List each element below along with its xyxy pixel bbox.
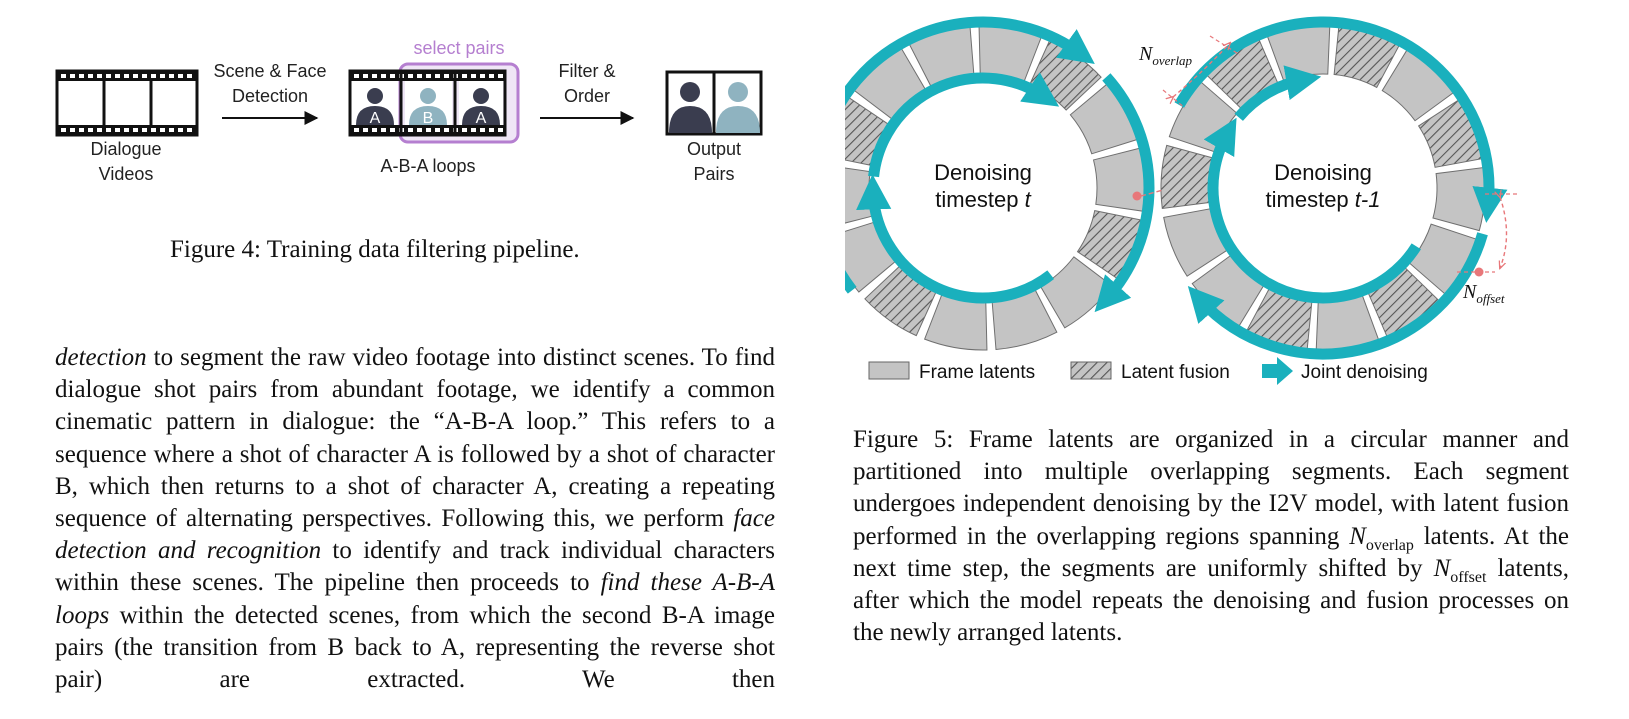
aba-loops-filmstrip [348,69,507,137]
label-aba-loops: A-B-A loops [380,156,475,176]
label-dialogue-line1: Dialogue [90,139,161,159]
joint-denoising-arrow [1187,232,1488,360]
caption5-n-offset: N [1433,554,1451,582]
body-text-part2: to identify and track individual charact… [55,537,775,597]
figure-5-caption-text: Figure 5: Frame latents are organized in… [853,424,1569,649]
frame-latent-segment [1092,147,1146,212]
ring-right-label-line2: timestep t-1 [1266,187,1381,212]
joint-denoising-arrow [845,16,1095,294]
n-overlap-arrow [1173,43,1230,97]
caption5-part3: latents, after which the model repeats t… [853,554,1569,647]
joint-denoising-arrow [868,72,1060,178]
body-text-column: detection to segment the raw video foota… [55,342,775,696]
n-overlap-sub: overlap [1152,53,1192,68]
body-emph-face-detection: face detection and recognition [55,505,775,565]
ring-timestep-t [845,16,1155,351]
figure-5-caption: Figure 5: Frame latents are organized in… [853,424,1569,649]
n-offset-arrow [1500,197,1508,268]
caption5-n-overlap: N [1349,522,1366,550]
ring-link-dashes [1140,189,1164,197]
body-paragraph: detection to segment the raw video foota… [55,342,775,696]
label-filter-line2: Order [564,86,610,106]
frame-letter-1: A [370,110,381,127]
joint-denoising-arrow [856,174,1055,304]
frame-latent-segment [1432,166,1486,232]
label-scene-face-line1: Scene & Face [213,61,326,81]
legend-latent-fusion: Latent fusion [1121,362,1230,383]
figure-4-caption: Figure 4: Training data filtering pipeli… [170,236,580,263]
n-offset-sub: offset [1476,291,1505,306]
joint-denoising-arrow [1203,117,1421,304]
ring-left-label-var: t [1025,187,1032,212]
label-output-line1: Output [687,139,741,159]
figure-4-pipeline-diagram: Dialogue Videos Scene & Face Detection s… [55,38,763,184]
body-text-part3: within the detected scenes, from which t… [55,601,775,694]
ring-left-label-line1: Denoising [934,160,1032,185]
output-pair-frames [665,70,763,136]
frame-letter-2: B [423,110,434,127]
latent-fusion-segment [1160,144,1214,210]
caption5-n-offset-sub: offset [1450,568,1487,586]
ring-right-label-text: timestep [1266,187,1355,212]
caption5-part1: Figure 5: Frame latents are organized in… [853,426,1569,550]
label-output-line2: Pairs [693,164,734,184]
n-offset-label: Noffset [1462,281,1505,306]
legend-swatch-frame-latents [868,361,910,380]
ring-left-label-text: timestep [935,187,1024,212]
body-emph-detection: detection [55,344,147,371]
figure-5-circular-diagram: Denoising timestep t Denoising timestep … [845,16,1517,385]
joint-denoising-arrow [1094,73,1155,313]
legend: Frame latents Latent fusion Joint denois… [868,357,1428,385]
body-emph-find-loops: find these A-B-A loops [55,569,776,629]
n-overlap-tick-2 [1162,89,1186,109]
caption5-part2: latents. At the next time step, the segm… [853,522,1569,582]
n-overlap-label: Noverlap [1138,43,1193,68]
ring-right-label-var: t-1 [1355,187,1381,212]
dialogue-videos-filmstrip [55,69,199,137]
caption5-n-overlap-sub: overlap [1365,536,1414,554]
legend-swatch-joint-denoising [1262,357,1293,385]
legend-swatch-latent-fusion [1070,361,1112,380]
label-dialogue-line2: Videos [99,164,154,184]
legend-joint-denoising: Joint denoising [1301,362,1428,383]
ring-right-label-line1: Denoising [1274,160,1372,185]
n-overlap-main: N [1138,43,1154,65]
joint-denoising-arrow [1234,65,1322,121]
legend-frame-latents: Frame latents [919,362,1035,383]
body-text-part1: to segment the raw video footage into di… [55,344,775,533]
label-filter-line1: Filter & [558,61,615,81]
frame-letter-3: A [476,110,487,127]
seam-dot [1474,267,1484,277]
ring-left-label-line2: timestep t [935,187,1031,212]
n-overlap-tick-1 [1209,35,1241,56]
n-offset-main: N [1462,281,1478,303]
label-select-pairs: select pairs [413,38,504,58]
seam-dot [1132,191,1142,201]
label-scene-face-line2: Detection [232,86,308,106]
